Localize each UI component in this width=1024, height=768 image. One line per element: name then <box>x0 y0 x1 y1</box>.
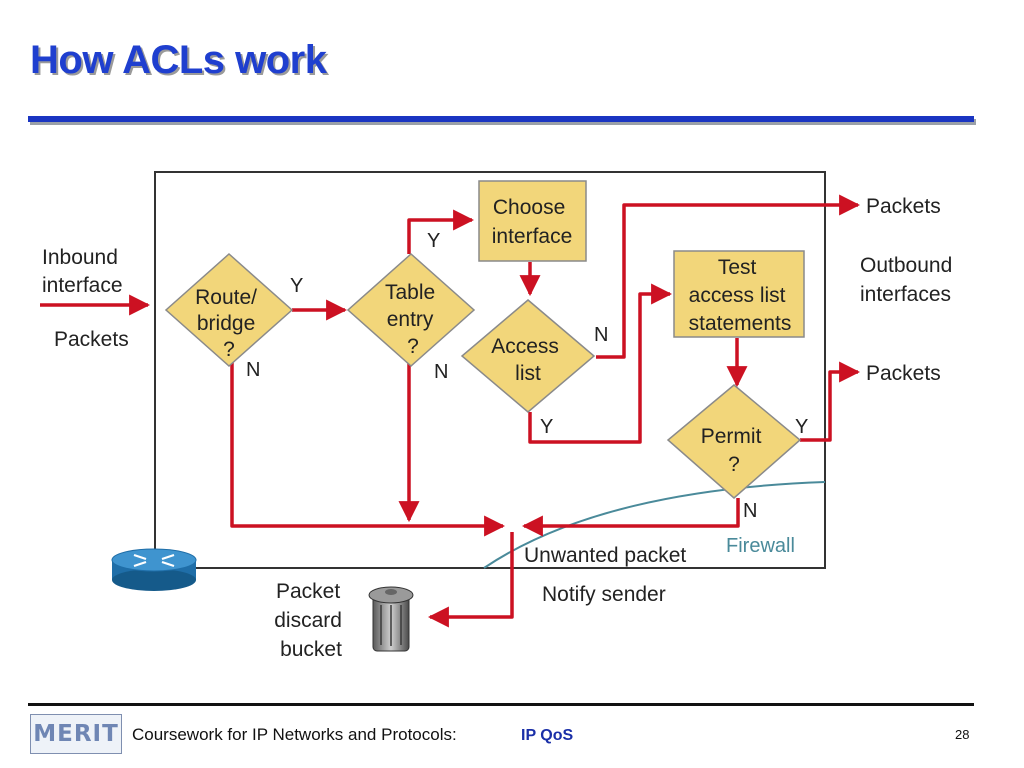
choose-interface-line1: Choose <box>493 196 565 219</box>
discard-line1: Packet <box>276 580 340 603</box>
table-to-choose-arrow <box>407 209 475 254</box>
permit-line1: Permit <box>701 425 762 448</box>
choose-interface-box <box>478 180 587 262</box>
test-statements-line2: access list <box>689 284 786 307</box>
route-bridge-line3: ? <box>223 338 235 361</box>
inbound-line1: Inbound <box>42 246 118 269</box>
table-entry-line2: entry <box>387 308 434 331</box>
packets-bottom-label: Packets <box>866 362 941 385</box>
access-list-decision <box>460 299 596 413</box>
route-bridge-line2: bridge <box>197 312 255 335</box>
svg-text:Table entry ?: Table entry ? <box>385 281 441 358</box>
table-yes-label: Y <box>427 230 440 252</box>
outbound-line1: Outbound <box>860 254 952 277</box>
footer-topic: IP QoS <box>521 727 574 744</box>
svg-text:Test access list state: Test access list statements <box>689 256 792 335</box>
access-list-line1: Access <box>491 335 559 358</box>
permit-yes-to-packets-arrow <box>800 361 861 442</box>
route-yes-label: Y <box>290 275 303 297</box>
access-yes-to-test-arrow <box>528 283 673 444</box>
permit-no-to-unwanted-arrow <box>521 498 740 537</box>
svg-text:Inbound interface: Inbound interface <box>42 246 124 297</box>
choose-interface-line2: interface <box>492 225 573 248</box>
firewall-label: Firewall <box>726 535 795 557</box>
page-number: 28 <box>955 727 970 742</box>
route-bridge-decision <box>164 252 294 368</box>
notify-sender-label: Notify sender <box>542 583 666 606</box>
router-frame <box>154 171 826 569</box>
access-no-to-packets-arrow <box>596 194 861 359</box>
svg-text:Packet discard buc: Packet discard bucket <box>274 580 348 661</box>
table-entry-decision <box>346 252 476 368</box>
test-statements-box <box>673 250 805 338</box>
permit-line2: ? <box>728 453 740 476</box>
slide-title: How ACLs work <box>30 38 327 82</box>
permit-decision <box>666 384 802 499</box>
svg-text:Choose interface: Choose interface <box>492 196 573 248</box>
router-icon <box>111 548 197 591</box>
footer-divider <box>28 703 974 706</box>
unwanted-packet-label: Unwanted packet <box>524 544 686 567</box>
inbound-line2: interface <box>42 274 123 297</box>
svg-text:Outbound interfaces: Outbound interfaces <box>860 254 958 306</box>
svg-text:Route/ bridge ?: Route/ bridge ? <box>195 286 263 361</box>
acl-flow-diagram: Route/ bridge ? Table entry ? Choose int… <box>40 171 958 661</box>
to-discard-arrow <box>427 532 514 628</box>
footer-course-text: Coursework for IP Networks and Protocols… <box>132 725 457 744</box>
access-no-label: N <box>594 324 608 346</box>
route-no-label: N <box>246 359 260 381</box>
svg-text:Permit ?: Permit ? <box>701 425 768 476</box>
inbound-packets-label: Packets <box>54 328 129 351</box>
permit-no-label: N <box>743 500 757 522</box>
route-bridge-line1: Route/ <box>195 286 257 309</box>
packets-top-label: Packets <box>866 195 941 218</box>
table-entry-line3: ? <box>407 335 419 358</box>
test-statements-line1: Test <box>718 256 757 279</box>
title-divider <box>28 116 974 122</box>
outbound-line2: interfaces <box>860 283 951 306</box>
trash-can-icon <box>368 586 414 652</box>
table-no-label: N <box>434 361 448 383</box>
route-no-to-unwanted-arrow <box>230 360 506 537</box>
test-statements-line3: statements <box>689 312 792 335</box>
discard-line2: discard <box>274 609 342 632</box>
svg-text:Access list: Access list <box>491 335 565 385</box>
table-entry-line1: Table <box>385 281 435 304</box>
access-yes-label: Y <box>540 416 553 438</box>
discard-line3: bucket <box>280 638 342 661</box>
firewall-arc <box>483 481 826 569</box>
permit-yes-label: Y <box>795 416 808 438</box>
access-list-line2: list <box>515 362 541 385</box>
merit-logo: MERIT <box>30 714 122 754</box>
